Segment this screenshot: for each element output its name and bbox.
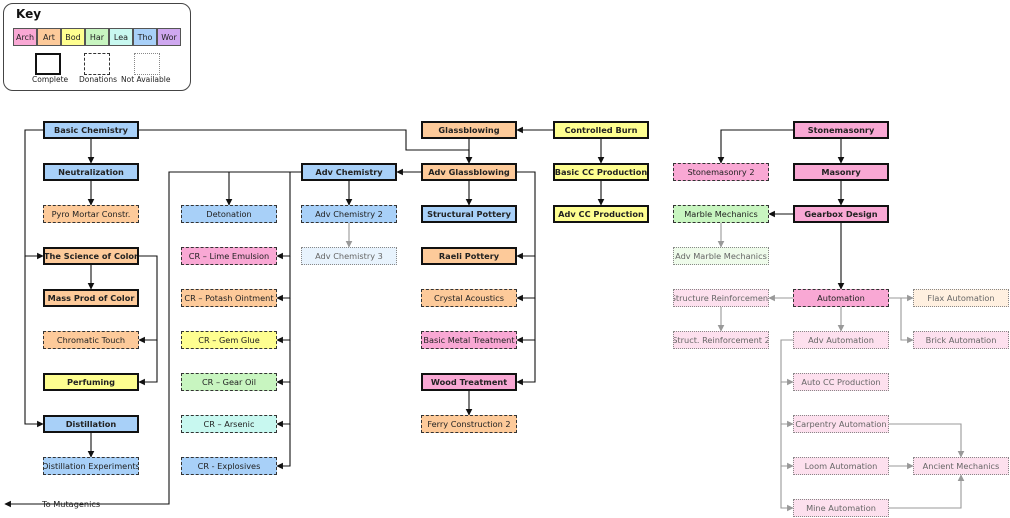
node-struct-reinforcement-2[interactable]: Struct. Reinforcement 2 (673, 331, 769, 349)
edge-automation-brick (889, 297, 914, 344)
node-mine-automation[interactable]: Mine Automation (793, 499, 889, 517)
node-science-of-color[interactable]: The Science of Color (43, 247, 139, 265)
legend-donation-label: Donations (79, 75, 117, 84)
node-detonation[interactable]: Detonation (181, 205, 277, 223)
node-cr-arsenic[interactable]: CR – Arsenic (181, 415, 277, 433)
legend-donation-box (84, 53, 110, 75)
node-cr-potash-ointment[interactable]: CR – Potash Ointment (181, 289, 277, 307)
edge-adv-auto-loom (780, 424, 794, 470)
node-crystal-acoustics[interactable]: Crystal Acoustics (421, 289, 517, 307)
key-swatch-wor: Wor (157, 28, 181, 46)
node-adv-chemistry-2[interactable]: Adv Chemistry 2 (301, 205, 397, 223)
node-ferry-construction-2[interactable]: Ferry Construction 2 (421, 415, 517, 433)
node-raeli-pottery[interactable]: Raeli Pottery (421, 247, 517, 265)
key-swatch-tho: Tho (133, 28, 157, 46)
key-swatch-lea: Lea (109, 28, 133, 46)
node-cr-explosives[interactable]: CR - Explosives (181, 457, 277, 475)
node-cr-lime-emulsion[interactable]: CR – Lime Emulsion (181, 247, 277, 265)
edge-adv-auto-cc (780, 339, 794, 386)
edge-basic-chem-distillation (24, 256, 44, 428)
key-swatch-arch: Arch (13, 28, 37, 46)
node-controlled-burn[interactable]: Controlled Burn (553, 121, 649, 139)
node-perfuming[interactable]: Perfuming (43, 373, 139, 391)
node-ancient-mechanics[interactable]: Ancient Mechanics (913, 457, 1009, 475)
node-distillation[interactable]: Distillation (43, 415, 139, 433)
edge-adv-chem-cr-gem (276, 298, 291, 344)
node-pyro-mortar-constr[interactable]: Pyro Mortar Constr. (43, 205, 139, 223)
legend-na-label: Not Available (121, 75, 171, 84)
node-adv-cc-production[interactable]: Adv CC Production (553, 205, 649, 223)
node-cr-gear-oil[interactable]: CR – Gear Oil (181, 373, 277, 391)
node-carpentry-automation[interactable]: Carpentry Automation (793, 415, 889, 433)
edge-adv-glassblowing-crystal (516, 256, 536, 302)
legend-complete-box (35, 53, 61, 75)
key-swatch-har: Har (85, 28, 109, 46)
node-gearbox-design[interactable]: Gearbox Design (793, 205, 889, 223)
node-adv-chemistry[interactable]: Adv Chemistry (301, 163, 397, 181)
key-swatch-bod: Bod (61, 28, 85, 46)
node-flax-automation[interactable]: Flax Automation (913, 289, 1009, 307)
node-structure-reinforcement[interactable]: Structure Reinforcement (673, 289, 769, 307)
node-cr-gem-glue[interactable]: CR – Gem Glue (181, 331, 277, 349)
node-wood-treatment[interactable]: Wood Treatment (421, 373, 517, 391)
node-structural-pottery[interactable]: Structural Pottery (421, 205, 517, 223)
node-chromatic-touch[interactable]: Chromatic Touch (43, 331, 139, 349)
edge-adv-chem-cr-arsenic (276, 382, 291, 428)
edge-carpentry-ancient (889, 423, 965, 458)
key-panel: Key Arch Art Bod Har Lea Tho Wor Complet… (3, 3, 191, 91)
node-adv-glassblowing[interactable]: Adv Glassblowing (421, 163, 517, 181)
node-mass-prod-of-color[interactable]: Mass Prod of Color (43, 289, 139, 307)
node-stonemasonry-2[interactable]: Stonemasonry 2 (673, 163, 769, 181)
node-stonemasonry[interactable]: Stonemasonry (793, 121, 889, 139)
node-auto-cc-production[interactable]: Auto CC Production (793, 373, 889, 391)
edge-basic-chem-science-color (24, 129, 44, 260)
to-mutagenics-label: To Mutagenics (42, 499, 101, 509)
edge-adv-glassblowing-metal (516, 298, 536, 344)
edge-adv-chem-cr-lime (276, 172, 291, 260)
edge-adv-auto-carpentry (780, 382, 794, 428)
edge-adv-chem-cr-explosives (276, 424, 291, 470)
edge-adv-chem-mutagenics (4, 171, 301, 508)
edge-science-color-perfuming (138, 340, 158, 386)
edge-adv-auto-mine (780, 466, 794, 512)
edge-adv-chem-cr-gear (276, 340, 291, 386)
node-basic-metal-treatment[interactable]: Basic Metal Treatment (421, 331, 517, 349)
node-neutralization[interactable]: Neutralization (43, 163, 139, 181)
node-basic-chemistry[interactable]: Basic Chemistry (43, 121, 139, 139)
legend-complete-label: Complete (32, 75, 69, 84)
node-automation[interactable]: Automation (793, 289, 889, 307)
key-swatch-art: Art (37, 28, 61, 46)
node-brick-automation[interactable]: Brick Automation (913, 331, 1009, 349)
legend-na-box (134, 53, 160, 75)
node-distillation-experiments[interactable]: Distillation Experiments (43, 457, 139, 475)
node-masonry[interactable]: Masonry (793, 163, 889, 181)
edge-basic-chem-adv-glassblowing (139, 129, 473, 164)
node-glassblowing[interactable]: Glassblowing (421, 121, 517, 139)
edge-adv-glassblowing-raeli (516, 171, 536, 260)
edge-science-color-chromatic (138, 255, 158, 344)
node-basic-cc-production[interactable]: Basic CC Production (553, 163, 649, 181)
node-adv-automation[interactable]: Adv Automation (793, 331, 889, 349)
edge-mine-ancient (889, 474, 965, 509)
key-title: Key (16, 7, 42, 21)
edge-stonemasonry-stonemasonry-2 (717, 129, 793, 164)
node-loom-automation[interactable]: Loom Automation (793, 457, 889, 475)
edge-adv-glassblowing-wood (516, 340, 536, 386)
node-adv-chemistry-3[interactable]: Adv Chemistry 3 (301, 247, 397, 265)
node-adv-marble-mechanics[interactable]: Adv Marble Mechanics (673, 247, 769, 265)
node-marble-mechanics[interactable]: Marble Mechanics (673, 205, 769, 223)
edge-adv-chem-cr-potash (276, 256, 291, 302)
